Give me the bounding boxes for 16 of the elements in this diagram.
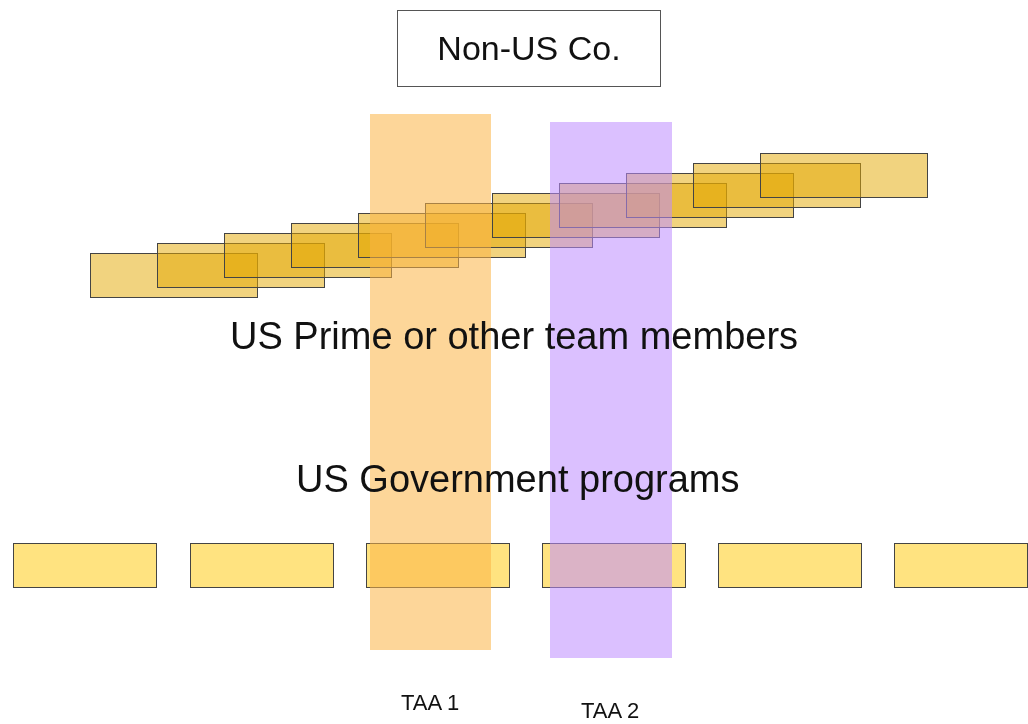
company-box: Non-US Co. xyxy=(397,10,661,87)
group-label: US Prime or other team members xyxy=(230,315,799,358)
program-box xyxy=(718,543,862,588)
program-box xyxy=(190,543,334,588)
team-member-box xyxy=(760,153,928,198)
team-member-box xyxy=(358,213,526,258)
team-member-box xyxy=(157,243,325,288)
group-label: US Government programs xyxy=(296,458,740,501)
band-label: TAA 1 xyxy=(401,690,460,716)
team-member-box xyxy=(693,163,861,208)
program-box xyxy=(366,543,510,588)
band-label: TAA 2 xyxy=(581,698,640,724)
program-box xyxy=(894,543,1028,588)
team-member-box xyxy=(90,253,258,298)
program-box xyxy=(542,543,686,588)
program-box xyxy=(13,543,157,588)
